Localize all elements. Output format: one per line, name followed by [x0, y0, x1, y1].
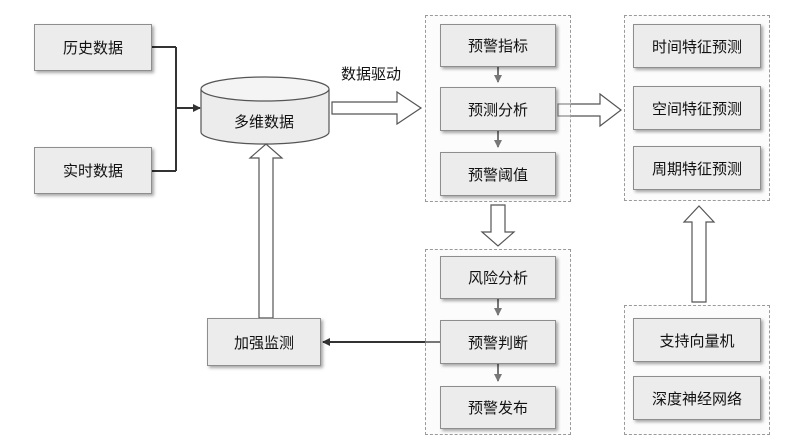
space-feature-box: 空间特征预测	[633, 86, 761, 130]
prediction-analysis-box: 预测分析	[440, 87, 556, 131]
warning-publish-label: 预警发布	[467, 399, 528, 417]
strengthen-monitoring-box: 加强监测	[207, 318, 321, 366]
risk-analysis-label: 风险分析	[467, 269, 528, 287]
data-drive-arrow	[331, 90, 423, 126]
space-feature-label: 空间特征预测	[651, 99, 742, 118]
period-feature-label: 周期特征预测	[651, 159, 742, 178]
warning-indicator-label: 预警指标	[467, 37, 528, 55]
warning-indicator-box: 预警指标	[440, 24, 556, 67]
model-to-feature-arrow	[682, 205, 716, 303]
database-cylinder	[200, 76, 330, 145]
svm-box: 支持向量机	[633, 318, 761, 362]
history-data-box: 历史数据	[34, 24, 152, 71]
period-feature-box: 周期特征预测	[633, 146, 761, 190]
strengthen-monitoring-label: 加强监测	[233, 333, 294, 352]
warning-judge-box: 预警判断	[440, 320, 556, 364]
input-bracket-connector	[152, 46, 201, 172]
analysis-to-feature-arrow	[557, 92, 622, 128]
database-label: 多维数据	[234, 113, 295, 131]
monitor-to-database-arrow	[248, 143, 284, 319]
history-data-label: 历史数据	[62, 39, 123, 57]
dnn-box: 深度神经网络	[633, 376, 761, 420]
svm-label: 支持向量机	[659, 331, 735, 350]
realtime-data-label: 实时数据	[62, 162, 123, 180]
predict-to-warning-arrow	[480, 204, 516, 247]
realtime-data-box: 实时数据	[34, 147, 152, 194]
warning-threshold-box: 预警阈值	[440, 152, 556, 196]
warning-publish-box: 预警发布	[440, 386, 556, 429]
time-feature-box: 时间特征预测	[633, 24, 761, 68]
risk-analysis-box: 风险分析	[440, 256, 556, 299]
time-feature-label: 时间特征预测	[651, 37, 742, 56]
data-drive-label: 数据驱动	[341, 65, 402, 83]
warning-threshold-label: 预警阈值	[467, 165, 528, 184]
dnn-label: 深度神经网络	[651, 389, 742, 408]
warning-judge-label: 预警判断	[467, 333, 528, 352]
prediction-analysis-label: 预测分析	[467, 100, 528, 119]
